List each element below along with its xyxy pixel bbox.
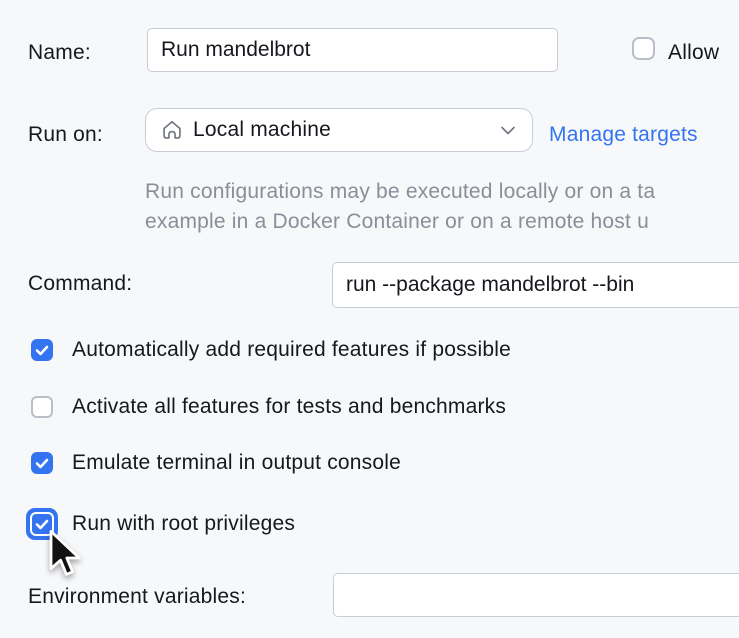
checked-checkbox-focused[interactable] [30, 512, 54, 536]
chevron-down-icon [501, 126, 515, 134]
run-on-label: Run on: [28, 123, 103, 146]
command-input[interactable] [332, 262, 739, 308]
checkbox-focus-ring [26, 508, 58, 540]
run-on-selected-value: Local machine [193, 118, 332, 141]
option-row-auto-features[interactable]: Automatically add required features if p… [31, 338, 511, 362]
option-row-all-features[interactable]: Activate all features for tests and benc… [31, 395, 506, 419]
checkmark-icon [35, 458, 49, 468]
checked-checkbox[interactable] [31, 339, 53, 361]
command-label: Command: [28, 272, 133, 295]
option-label: Activate all features for tests and benc… [72, 395, 507, 418]
name-input[interactable] [147, 28, 558, 72]
help-line-1: Run configurations may be executed local… [145, 180, 656, 203]
checked-checkbox[interactable] [31, 452, 53, 474]
manage-targets-link[interactable]: Manage targets [549, 123, 698, 146]
allow-checkbox[interactable] [632, 37, 655, 60]
help-line-2: example in a Docker Container or on a re… [145, 210, 649, 233]
environment-variables-label: Environment variables: [28, 585, 246, 608]
option-row-emulate-terminal[interactable]: Emulate terminal in output console [31, 451, 401, 475]
environment-variables-input[interactable] [333, 573, 739, 617]
home-icon [163, 120, 181, 139]
allow-label: Allow [668, 41, 720, 64]
option-row-root-privileges[interactable]: Run with root privileges [26, 508, 295, 540]
run-on-help-text: Run configurations may be executed local… [145, 177, 739, 237]
option-label: Run with root privileges [72, 512, 296, 535]
checkmark-icon [35, 519, 49, 529]
checkmark-icon [35, 345, 49, 355]
option-label: Emulate terminal in output console [72, 451, 401, 474]
name-label: Name: [28, 41, 91, 64]
run-on-combobox[interactable]: Local machine [145, 108, 533, 152]
unchecked-checkbox[interactable] [31, 396, 53, 418]
option-label: Automatically add required features if p… [72, 338, 511, 361]
